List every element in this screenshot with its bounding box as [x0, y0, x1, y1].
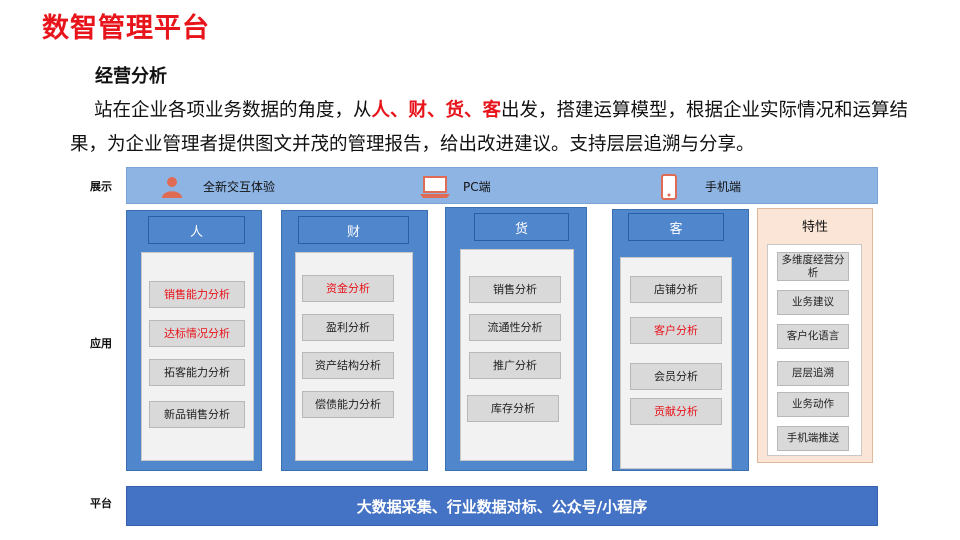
column-finance-title: 财 [298, 216, 409, 244]
intro-paragraph: 站在企业各项业务数据的角度，从人、财、货、客出发，搭建运算模型，根据企业实际情况… [70, 94, 940, 162]
platform-band: 大数据采集、行业数据对标、公众号/小程序 [126, 486, 878, 526]
column-goods-title: 货 [474, 213, 569, 241]
display-item-mobile: 手机端 [661, 168, 741, 205]
people-item-sales-ability: 销售能力分析 [149, 281, 245, 308]
display-label-pc: PC端 [463, 180, 491, 194]
people-item-new-product-sales: 新品销售分析 [149, 401, 245, 428]
mobile-phone-icon [661, 173, 677, 200]
display-label-mobile: 手机端 [705, 180, 742, 194]
person-icon [162, 176, 182, 198]
people-item-acquisition: 拓客能力分析 [149, 359, 245, 386]
laptop-icon [420, 175, 450, 198]
goods-item-inventory: 库存分析 [467, 395, 559, 422]
intro-highlight: 人、财、货、客 [371, 100, 502, 121]
finance-item-solvency: 偿债能力分析 [302, 391, 394, 418]
finance-item-profit: 盈利分析 [302, 314, 394, 341]
display-item-interaction: 全新交互体验 [161, 168, 275, 205]
feature-item-multi-dimension: 多维度经营分析 [777, 252, 849, 281]
goods-item-promotion: 推广分析 [469, 352, 561, 379]
intro-text-part1: 站在企业各项业务数据的角度，从 [94, 100, 372, 121]
intro-text-part2: 出发，搭建运算模型，根据企业实际情况和运算结果，为企业管理者提供图文并茂的管理报… [70, 100, 909, 155]
display-item-pc: PC端 [419, 168, 491, 205]
display-label-interaction: 全新交互体验 [203, 180, 276, 194]
row-label-application: 应用 [90, 337, 112, 350]
row-label-platform: 平台 [90, 497, 112, 510]
finance-item-asset-structure: 资产结构分析 [302, 352, 394, 379]
feature-item-business-advice: 业务建议 [777, 290, 849, 315]
display-band: 全新交互体验 PC端 手机端 [126, 167, 878, 204]
people-item-target-status: 达标情况分析 [149, 320, 245, 347]
feature-item-traceback: 层层追溯 [777, 361, 849, 386]
section-heading: 经营分析 [95, 66, 167, 87]
column-people-title: 人 [148, 216, 245, 244]
column-features-title: 特性 [801, 220, 828, 235]
row-label-display: 展示 [90, 180, 112, 193]
feature-item-mobile-push: 手机端推送 [777, 426, 849, 451]
page-title: 数智管理平台 [42, 13, 210, 44]
feature-item-business-action: 业务动作 [777, 392, 849, 417]
column-customer-title: 客 [628, 213, 724, 241]
customer-item-contribution: 贡献分析 [630, 398, 722, 425]
goods-item-sales: 销售分析 [469, 276, 561, 303]
goods-item-liquidity: 流通性分析 [469, 314, 561, 341]
finance-item-capital: 资金分析 [302, 275, 394, 302]
customer-item-client: 客户分析 [630, 317, 722, 344]
feature-item-custom-language: 客户化语言 [777, 324, 849, 349]
customer-item-member: 会员分析 [630, 363, 722, 390]
customer-item-store: 店铺分析 [630, 276, 722, 303]
